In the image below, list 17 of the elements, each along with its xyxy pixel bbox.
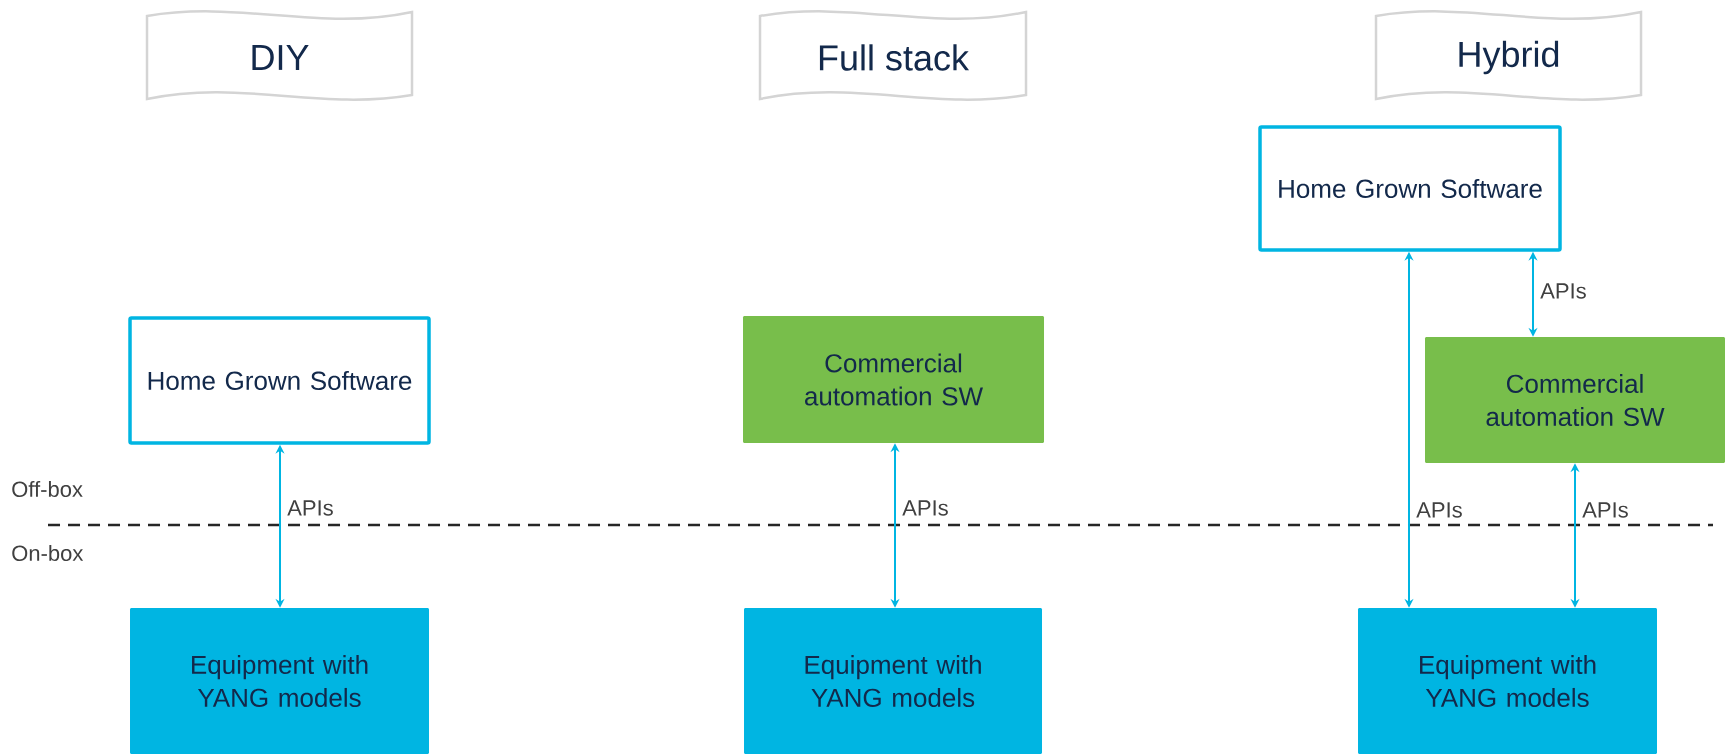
edge-label: APIs xyxy=(1539,282,1588,300)
edge-label: APIs xyxy=(1415,501,1464,519)
banner: DIY xyxy=(145,10,414,101)
software-box: Home Grown Software xyxy=(1258,125,1562,252)
software-box: Commercial automation SW xyxy=(1425,337,1725,463)
equipment-box: Equipment with YANG models xyxy=(1358,608,1657,754)
edge-label: APIs xyxy=(1581,501,1630,519)
side-label: On-box xyxy=(12,544,84,562)
equipment-box: Equipment with YANG models xyxy=(744,608,1042,754)
banner: Full stack xyxy=(758,10,1028,101)
side-label: Off-box xyxy=(12,480,83,498)
equipment-box: Equipment with YANG models xyxy=(130,608,429,754)
software-box: Commercial automation SW xyxy=(743,316,1044,443)
edge-label: APIs xyxy=(901,499,950,517)
edge-label: APIs xyxy=(286,499,335,517)
banner: Hybrid xyxy=(1374,10,1643,101)
software-box: Home Grown Software xyxy=(128,316,431,445)
